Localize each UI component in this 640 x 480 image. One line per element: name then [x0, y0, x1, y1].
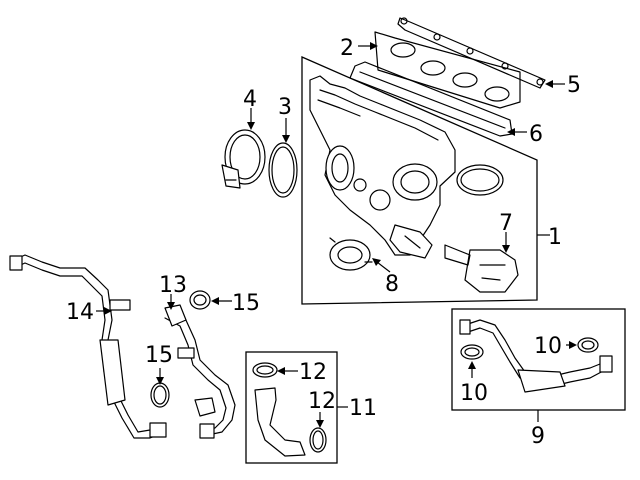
callout-11: 11 — [349, 396, 377, 421]
callout-6: 6 — [529, 122, 543, 147]
gasket-ring-3 — [268, 142, 298, 198]
actuator-8 — [329, 237, 373, 271]
callout-12-upper: 12 — [299, 360, 327, 385]
callout-9: 9 — [531, 424, 545, 449]
gasket-15-upper — [189, 290, 211, 310]
leader-lines — [96, 42, 577, 428]
turbo-assembly-box — [301, 56, 538, 305]
callout-labels: 1 2 3 4 5 6 7 8 9 10 10 11 12 12 13 14 1… — [66, 36, 581, 449]
callout-15-lower: 15 — [145, 343, 173, 368]
callout-2: 2 — [340, 36, 354, 61]
turbocharger — [309, 75, 456, 259]
outlet-gasket — [456, 164, 504, 196]
callout-8: 8 — [385, 272, 399, 297]
callout-13: 13 — [159, 273, 187, 298]
pipe-9 — [459, 319, 613, 393]
clamp-4 — [221, 129, 266, 189]
callout-5: 5 — [567, 73, 581, 98]
callout-1: 1 — [548, 225, 562, 250]
oil-line-14 — [9, 254, 167, 439]
callout-10-left: 10 — [460, 381, 488, 406]
callout-12-lower: 12 — [308, 389, 336, 414]
callout-14: 14 — [66, 300, 94, 325]
callout-4: 4 — [243, 87, 257, 112]
callout-15-upper: 15 — [232, 291, 260, 316]
valve-7 — [444, 244, 519, 293]
callout-7: 7 — [499, 211, 513, 236]
gasket-5 — [397, 17, 546, 89]
gasket-2 — [374, 31, 521, 109]
callout-10-right: 10 — [534, 334, 562, 359]
oil-line-13 — [164, 304, 236, 439]
callout-3: 3 — [278, 95, 292, 120]
pipe-11 — [252, 362, 327, 457]
